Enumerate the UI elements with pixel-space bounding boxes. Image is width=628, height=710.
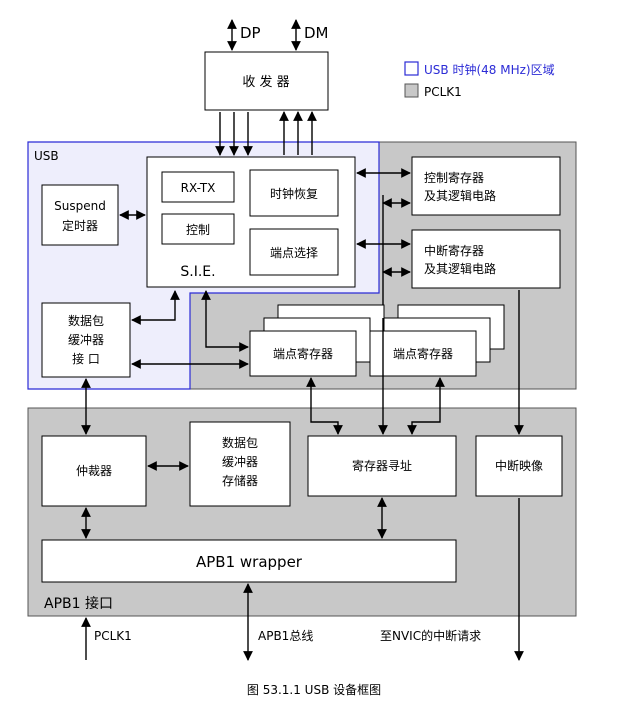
legend-pclk1-swatch	[404, 83, 419, 98]
usb-region-label: USB	[34, 149, 59, 163]
transceiver-block	[204, 51, 329, 111]
control-label: 控制	[186, 223, 210, 237]
endpoint-select-block	[249, 228, 339, 276]
packet-buffer-memory-line3: 存储器	[222, 473, 258, 488]
endpoint-select-label: 端点选择	[270, 246, 318, 260]
endpoint-register-2-label: 端点寄存器	[393, 346, 453, 361]
packet-buffer-interface-line2: 缓冲器	[68, 332, 104, 347]
register-addressing-label: 寄存器寻址	[352, 458, 412, 473]
packet-buffer-interface-line1: 数据包	[68, 313, 104, 328]
clock-recovery-block	[249, 169, 339, 217]
sie-label: S.I.E.	[180, 264, 215, 280]
pclk1-signal-label: PCLK1	[94, 629, 132, 643]
suspend-timer-block	[41, 184, 119, 246]
packet-buffer-interface-block	[41, 302, 131, 378]
packet-buffer-memory-line1: 数据包	[222, 435, 258, 450]
epreg2-addr-arrow	[407, 377, 445, 435]
endpoint-register-1-label: 端点寄存器	[273, 346, 333, 361]
interrupt-registers-line2: 及其逻辑电路	[424, 261, 496, 276]
arbiter-block	[41, 435, 147, 507]
control-registers-block	[411, 156, 561, 216]
legend-pclk1-label: PCLK1	[424, 85, 462, 99]
apb1-bus-label: APB1总线	[258, 629, 313, 643]
dm-label: DM	[304, 24, 329, 42]
control-registers-line2: 及其逻辑电路	[424, 188, 496, 203]
rxtx-label: RX-TX	[181, 181, 216, 195]
arbiter-label: 仲裁器	[76, 464, 112, 478]
packet-buffer-memory-block	[189, 421, 291, 507]
register-addressing-block	[307, 435, 457, 497]
rxtx-block	[161, 171, 235, 203]
legend-usb-clock-swatch	[404, 61, 419, 76]
sie-epreg-arrow	[201, 290, 249, 352]
suspend-label-line1: Suspend	[54, 199, 106, 213]
control-registers-line1: 控制寄存器	[424, 170, 484, 185]
interrupt-mapping-block	[475, 435, 563, 497]
packet-buffer-interface-line3: 接 口	[72, 351, 100, 366]
endpoint-register-stack-1	[249, 330, 357, 377]
clock-recovery-label: 时钟恢复	[270, 186, 318, 201]
nvic-label: 至NVIC的中断请求	[380, 628, 481, 643]
packet-buffer-memory-line2: 缓冲器	[222, 454, 258, 469]
control-block	[161, 213, 235, 245]
interrupt-registers-block	[411, 229, 561, 289]
apb1-wrapper-block	[41, 539, 457, 583]
apb1-region-label: APB1 接口	[44, 595, 113, 612]
interrupt-registers-line1: 中断寄存器	[424, 243, 484, 258]
interrupt-mapping-label: 中断映像	[495, 458, 543, 473]
sie-pbif-arrow	[131, 290, 180, 325]
figure-caption: 图 53.1.1 USB 设备框图	[247, 683, 381, 697]
legend-usb-clock-label: USB 时钟(48 MHz)区域	[424, 62, 555, 77]
epreg1-addr-arrow	[306, 377, 343, 435]
transceiver-label: 收 发 器	[242, 74, 289, 90]
endpoint-register-stack-2	[369, 330, 477, 377]
dp-label: DP	[240, 24, 261, 42]
apb1-wrapper-label: APB1 wrapper	[196, 553, 303, 571]
suspend-label-line2: 定时器	[62, 218, 98, 233]
